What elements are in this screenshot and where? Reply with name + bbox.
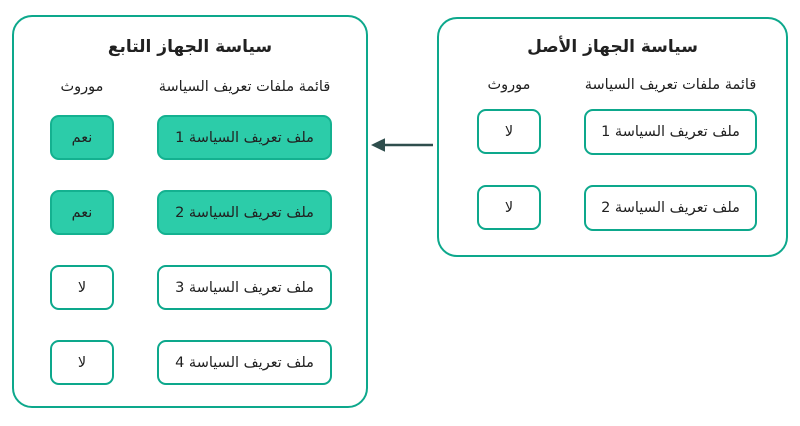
- child-inherited-column-header: موروث: [60, 79, 104, 95]
- child-policy-profile-4: ملف تعريف السياسة 4: [157, 340, 332, 385]
- child-inherited-value-2: نعم: [50, 190, 114, 235]
- child-panel-title: سياسة الجهاز التابع: [107, 37, 273, 57]
- parent-inherited-column-header: موروث: [487, 77, 531, 93]
- child-policy-profile-1: ملف تعريف السياسة 1: [157, 115, 332, 160]
- arrow-left-icon: [371, 138, 433, 152]
- parent-panel-title: سياسة الجهاز الأصل: [527, 37, 698, 57]
- parent-policy-profile-1: ملف تعريف السياسة 1: [584, 109, 757, 155]
- child-inherited-value-1: نعم: [50, 115, 114, 160]
- parent-inherited-value-1: لا: [477, 109, 541, 154]
- child-inherited-value-3: لا: [50, 265, 114, 310]
- child-inherited-value-4: لا: [50, 340, 114, 385]
- child-policy-profile-2: ملف تعريف السياسة 2: [157, 190, 332, 235]
- child-device-policy-panel: سياسة الجهاز التابع موروث قائمة ملفات تع…: [12, 15, 368, 408]
- parent-inherited-value-2: لا: [477, 185, 541, 230]
- child-policy-profile-3: ملف تعريف السياسة 3: [157, 265, 332, 310]
- child-profile-list-column-header: قائمة ملفات تعريف السياسة: [158, 79, 331, 95]
- parent-device-policy-panel: سياسة الجهاز الأصل موروث قائمة ملفات تعر…: [437, 17, 788, 257]
- parent-profile-list-column-header: قائمة ملفات تعريف السياسة: [584, 77, 757, 93]
- parent-policy-profile-2: ملف تعريف السياسة 2: [584, 185, 757, 231]
